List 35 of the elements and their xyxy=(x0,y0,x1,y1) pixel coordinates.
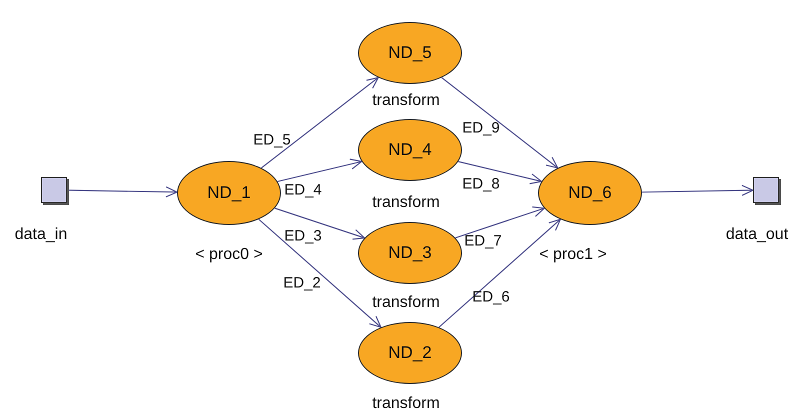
edge-label: ED_7 xyxy=(464,232,502,250)
edge-label: ED_2 xyxy=(283,274,321,292)
arrow xyxy=(67,186,178,198)
arrow xyxy=(261,77,379,168)
node-caption: transform xyxy=(372,92,440,110)
edge-label: ED_3 xyxy=(284,228,322,244)
port-square xyxy=(753,177,779,203)
arrow xyxy=(455,206,545,238)
node-caption: transform xyxy=(372,194,440,212)
process-ellipse xyxy=(538,161,642,225)
node-caption: transform xyxy=(372,294,440,312)
edge-label: ED_5 xyxy=(253,132,291,148)
node-label: ND_3 xyxy=(388,243,432,263)
node-caption: transform xyxy=(372,395,440,413)
arrow xyxy=(458,161,542,184)
edge-label: ED_4 xyxy=(284,182,322,198)
arrow xyxy=(258,218,382,328)
arrow xyxy=(277,158,362,182)
node-caption: data_in xyxy=(14,226,68,244)
node-label: ND_4 xyxy=(388,140,432,160)
arrow xyxy=(438,218,561,328)
node-caption: < proc0 > xyxy=(195,246,263,264)
edge-label: ED_6 xyxy=(472,288,510,306)
node-label: ND_6 xyxy=(568,183,612,203)
node-label: ND_5 xyxy=(388,43,432,63)
node-label: ND_1 xyxy=(207,183,251,203)
arrow xyxy=(274,208,366,240)
edge-label: ED_9 xyxy=(462,120,500,136)
arrow xyxy=(642,184,754,196)
node-caption: < proc1 > xyxy=(539,246,607,264)
node-caption: data_out xyxy=(726,226,788,244)
node-label: ND_2 xyxy=(388,343,432,363)
port-square xyxy=(41,177,67,203)
edge-label: ED_8 xyxy=(462,176,500,192)
arrow xyxy=(441,77,558,168)
